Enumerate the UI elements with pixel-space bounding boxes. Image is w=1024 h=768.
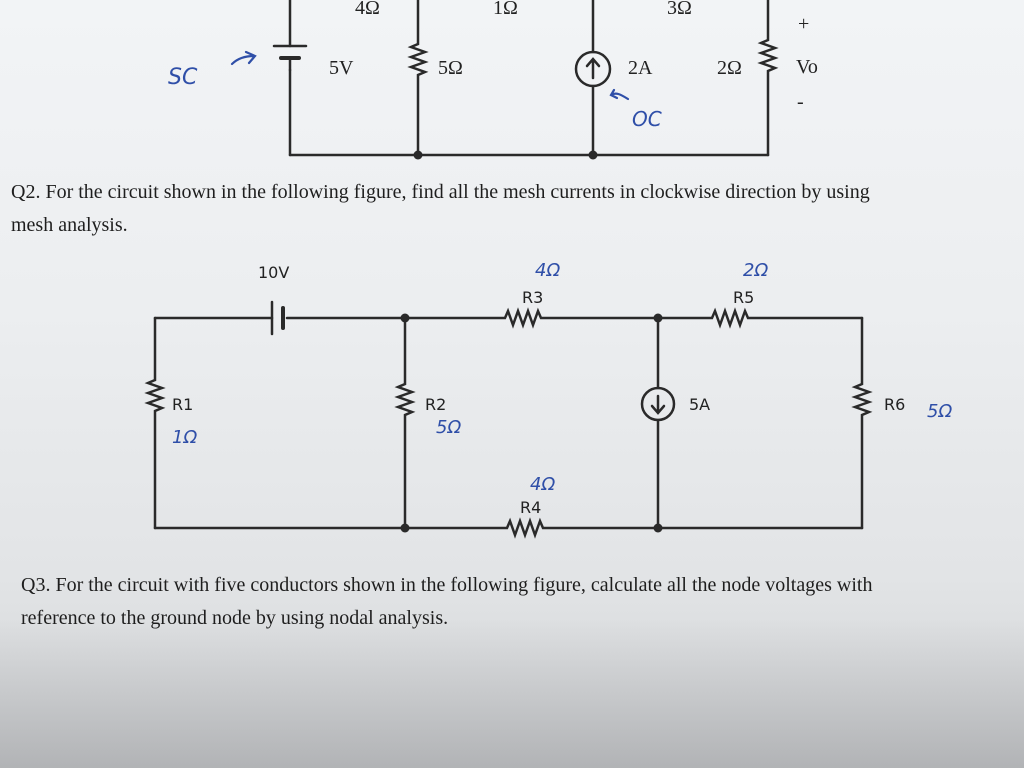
resistor-r4 — [153, 517, 864, 539]
handwritten-oc: OC — [632, 107, 662, 131]
label-1ohm: 1Ω — [493, 0, 518, 19]
page-shadow — [0, 618, 1024, 768]
top-resistor-2ohm — [757, 0, 779, 157]
resistor-r5 — [656, 307, 864, 329]
label-vo-plus: + — [798, 13, 809, 35]
top-resistor-5ohm — [407, 0, 429, 157]
label-5v: 5V — [329, 57, 354, 79]
node-top-right — [653, 313, 663, 323]
label-4ohm: 4Ω — [355, 0, 380, 19]
resistor-r1 — [144, 316, 166, 530]
top-current-source — [574, 50, 612, 88]
handwritten-r4-value: 4Ω — [530, 474, 555, 495]
label-r2: R2 — [425, 395, 446, 414]
q3-line2: reference to the ground node by using no… — [21, 607, 449, 629]
resistor-r6 — [851, 316, 873, 530]
label-2a: 2A — [628, 57, 653, 79]
q3-line1: Q3. For the circuit with five conductors… — [21, 574, 873, 596]
resistor-r2 — [394, 316, 416, 530]
q2-line1: Q2. For the circuit shown in the followi… — [11, 181, 870, 203]
node-top-left — [400, 313, 410, 323]
label-r6: R6 — [884, 395, 905, 414]
label-2ohm: 2Ω — [717, 57, 742, 79]
handwritten-r6-value: 5Ω — [927, 401, 952, 422]
handwritten-r2-value: 5Ω — [436, 417, 461, 438]
mesh-current-source — [640, 386, 676, 422]
handwritten-r5-value: 2Ω — [743, 260, 768, 281]
handwritten-arrow-oc — [609, 88, 630, 101]
label-5a: 5A — [689, 395, 710, 414]
node-bottom-right — [653, 523, 663, 533]
resistor-r3 — [403, 307, 660, 329]
handwritten-sc: SC — [168, 65, 198, 90]
node-bottom-left — [400, 523, 410, 533]
label-3ohm: 3Ω — [667, 0, 692, 19]
label-vo-minus: - — [797, 91, 804, 113]
handwritten-arrow-left — [230, 50, 257, 66]
label-r4: R4 — [520, 498, 541, 517]
handwritten-r3-value: 4Ω — [535, 260, 560, 281]
label-r3: R3 — [522, 288, 543, 307]
q2-line2: mesh analysis. — [11, 214, 128, 236]
label-vo: Vo — [796, 56, 818, 78]
handwritten-r1-value: 1Ω — [172, 427, 197, 448]
label-r5: R5 — [733, 288, 754, 307]
label-r1: R1 — [172, 395, 193, 414]
label-5ohm: 5Ω — [438, 57, 463, 79]
label-10v: 10V — [258, 263, 289, 282]
